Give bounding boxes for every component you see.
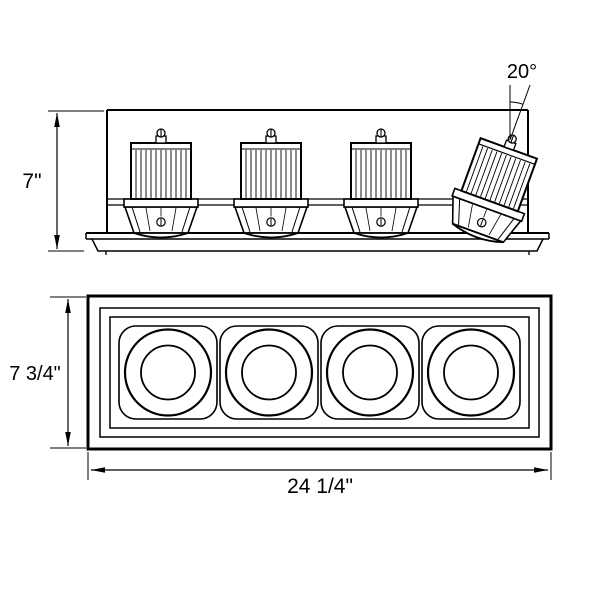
led-module-2 <box>233 128 309 239</box>
side-view: 20° 7" <box>22 61 550 255</box>
dimension-front-width: 24 1/4" <box>87 452 552 498</box>
lens-cell-2 <box>218 324 320 421</box>
led-module-4-tilted <box>440 121 550 251</box>
tilt-angle-label: 20° <box>507 61 537 83</box>
lens-cell-4 <box>420 324 522 421</box>
angle-annotation: 20° <box>507 61 537 141</box>
dimension-front-height: 7 3/4" <box>9 296 86 449</box>
front-view: 7 3/4" 24 1/4" <box>9 294 553 498</box>
lens-cell-3 <box>319 324 421 421</box>
side-height-label: 7" <box>22 170 41 193</box>
led-module-1 <box>123 128 199 239</box>
dimension-side-height: 7" <box>22 110 104 252</box>
front-width-label: 24 1/4" <box>287 475 353 498</box>
front-height-label: 7 3/4" <box>9 363 61 385</box>
lens-cell-1 <box>117 324 219 421</box>
led-module-3 <box>343 128 419 239</box>
